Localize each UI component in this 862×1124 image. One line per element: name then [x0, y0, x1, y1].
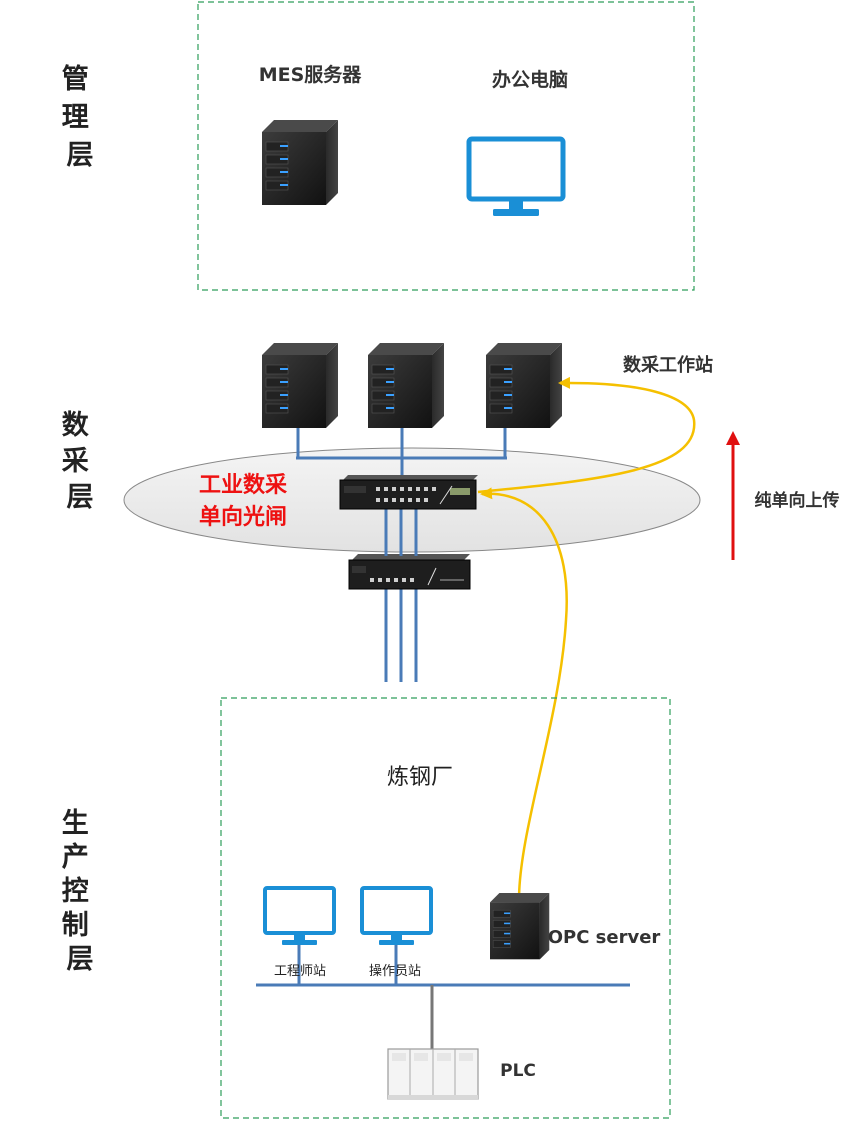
- mes-server-icon: [261, 119, 339, 206]
- acquisition-workstation-icon: [485, 342, 563, 429]
- gateway-label-line1: 工业数采: [199, 472, 287, 498]
- layer-label-pc-c0: 生: [62, 808, 89, 839]
- opc-server-icon: [489, 892, 550, 960]
- mes-server-label: MES服务器: [259, 63, 363, 86]
- layer-label-pc-c2: 控: [62, 876, 89, 907]
- flow-opc-to-gateway: [480, 487, 568, 901]
- workstation-label: 数采工作站: [623, 354, 713, 376]
- gateway-device-bottom: [348, 554, 471, 590]
- layer-label-pc-c1: 产: [62, 842, 89, 873]
- acquisition-server-2-icon: [367, 342, 445, 429]
- layer-label-da-c0: 数: [62, 410, 90, 441]
- layer-label-production-control: 生 产 控 制 层: [62, 808, 98, 975]
- layer-label-pc-c4: 层: [67, 944, 94, 975]
- layer-label-data-acquisition: 数 采 层: [62, 410, 98, 513]
- layer-label-management: 管 理 层: [62, 64, 98, 171]
- gateway-label-line2: 单向光闸: [199, 504, 287, 530]
- engineer-station-label: 工程师站: [274, 964, 326, 979]
- management-zone-box: [197, 1, 695, 291]
- layer-label-da-c1: 采: [62, 446, 89, 477]
- operator-station-icon: [360, 886, 433, 947]
- gateway-pass-links: [384, 510, 418, 556]
- production-zone-box: [220, 697, 671, 1119]
- plant-label: 炼钢厂: [387, 765, 453, 790]
- plc-label: PLC: [500, 1061, 536, 1081]
- gateway-device-top: [339, 475, 478, 510]
- engineer-station-icon: [263, 886, 336, 947]
- opc-server-label: OPC server: [548, 927, 661, 948]
- office-pc-label: 办公电脑: [492, 68, 568, 91]
- plc-icon: [387, 1048, 479, 1100]
- layer-label-pc-c3: 制: [62, 910, 89, 941]
- acquisition-server-1-icon: [261, 342, 339, 429]
- flow-gateway-to-workstation: [477, 376, 696, 494]
- operator-station-label: 操作员站: [369, 963, 421, 979]
- upload-direction-label: 纯单向上传: [755, 490, 840, 511]
- layer-label-management-c1: 理: [62, 102, 89, 133]
- office-pc-icon: [469, 139, 563, 216]
- layer-label-management-c2: 层: [67, 140, 94, 171]
- layer-label-da-c2: 层: [67, 482, 94, 513]
- control-bus: [256, 945, 630, 987]
- layer-label-management-c0: 管: [62, 64, 89, 95]
